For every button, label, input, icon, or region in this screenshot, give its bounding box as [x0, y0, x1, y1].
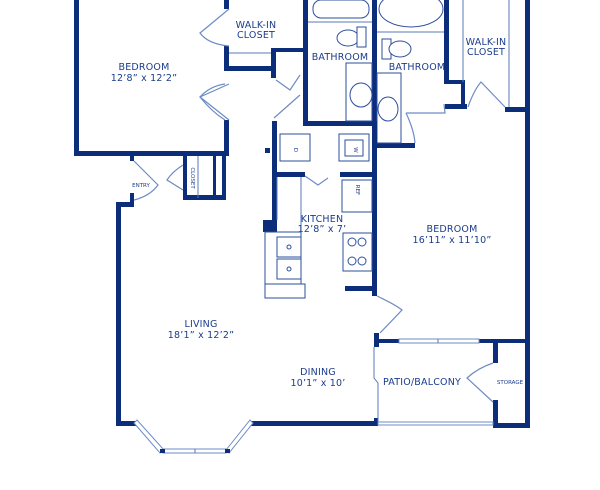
bath2-door [405, 112, 416, 144]
entry-door[interactable] [133, 160, 159, 201]
bedroom-right-dims: 16’11” x 11’10” [413, 235, 492, 246]
bedroom-right-label: BEDROOM [427, 224, 478, 235]
bedroom-left-walls [74, 0, 303, 156]
washer-label: W [352, 147, 358, 153]
dryer-label: D [292, 148, 298, 152]
kitchen-dims: 12’8” x 7’ [298, 224, 347, 235]
toilet-1 [336, 26, 367, 48]
dining-label: DINING [300, 367, 336, 378]
bath1-door [275, 74, 301, 91]
living-dims: 18’1” x 12’2” [168, 330, 234, 341]
fridge-label: REF [354, 185, 360, 195]
kitchen-walls [263, 121, 377, 296]
storage-label: STORAGE [497, 380, 524, 386]
bathroom-1-label: BATHROOM [312, 52, 369, 63]
kitchen-label: KITCHEN [301, 214, 344, 225]
bedroom-left-label: BEDROOM [119, 62, 170, 73]
entry-closet-walls [116, 153, 226, 424]
bathroom-2-label: BATHROOM [389, 62, 446, 73]
bedroom-left-dims: 12’8” x 12’2” [111, 73, 177, 84]
bedroom-right-door [376, 295, 403, 334]
walkin-right-door [467, 81, 506, 108]
laundry-door [304, 175, 329, 186]
walkin-left-door [199, 8, 230, 47]
patio-railing [377, 421, 494, 426]
entry-label: ENTRY [132, 183, 150, 189]
bathtub-2 [378, 0, 444, 28]
storage-door[interactable] [466, 362, 494, 403]
closet-label: CLOSET [189, 167, 195, 189]
bathtub-1 [312, 0, 370, 19]
bay-window [133, 419, 254, 454]
patio-label: PATIO/BALCONY [383, 377, 461, 388]
patio-window [398, 338, 480, 344]
toilet-2 [381, 38, 412, 60]
dryer [279, 133, 311, 162]
living-label: LIVING [184, 319, 217, 330]
dining-dims: 10’1” x 10’ [290, 378, 345, 389]
refrigerator [341, 179, 373, 213]
patio-walls [374, 333, 528, 428]
walkin-right-label-1: WALK-IN [466, 37, 507, 48]
closet-door[interactable] [166, 164, 184, 191]
walkin-right-label-2: CLOSET [467, 47, 505, 58]
bathroom-walls [303, 0, 467, 150]
walkin-left-label-1: WALK-IN [236, 20, 277, 31]
stove [342, 232, 373, 272]
walkin-left-label-2: CLOSET [237, 30, 275, 41]
